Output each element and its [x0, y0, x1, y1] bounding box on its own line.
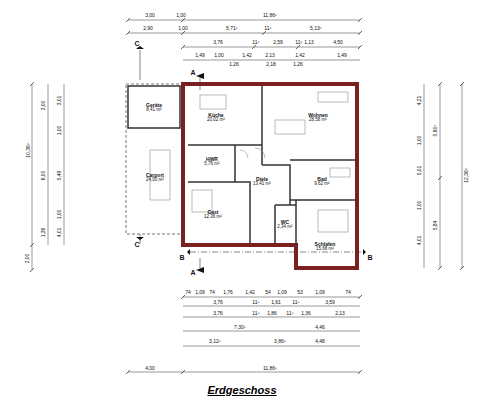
dimension: 11⁵: [292, 300, 299, 305]
dimension: 3,76: [213, 300, 223, 305]
room-area: 2,34 m²: [277, 225, 292, 230]
dimension: 4,48: [315, 339, 325, 344]
dimension: 1,42: [295, 53, 305, 58]
dimension: 3,00: [41, 100, 46, 110]
room-label: WC2,34 m²: [277, 220, 292, 230]
dimension: 1,61: [271, 300, 281, 305]
section-marker: A: [190, 269, 195, 276]
room-label: HWR5,76 m²: [204, 157, 219, 167]
dimension: 1,49: [195, 53, 205, 58]
dimension: 2,00: [25, 253, 30, 263]
dimension: 1,00: [178, 26, 188, 31]
dimension: 6,00: [41, 170, 46, 180]
dimension: 4,01: [57, 227, 62, 237]
dimension: 1,00: [214, 53, 224, 58]
dimension: 11⁵: [286, 311, 293, 316]
dimension: 1,36: [301, 311, 311, 316]
dimension: 4,50: [333, 40, 343, 45]
dimension: 2,13: [265, 53, 275, 58]
dimension: 11⁵: [252, 40, 259, 45]
dimension: 1,36: [41, 227, 46, 237]
dimension: 11⁵: [264, 26, 271, 31]
dimension: 1,49: [337, 53, 347, 58]
section-marker: B: [179, 254, 184, 261]
dimension: 1,26: [229, 62, 239, 67]
room-label: Küche20,02 m²: [207, 113, 225, 123]
dimension: 3,76: [213, 40, 223, 45]
dimension: 2,13: [335, 311, 345, 316]
dimension: 1,00: [417, 200, 422, 210]
dimension: 3,01: [57, 95, 62, 105]
dimension: 11,86⁵: [263, 366, 277, 371]
dimension: 54: [265, 290, 271, 295]
dimension: 1,00: [57, 125, 62, 135]
dimension: 2,90: [143, 26, 153, 31]
dimension: 1,00: [417, 135, 422, 145]
dimension: 74: [209, 290, 215, 295]
dimension: 2,59: [273, 40, 283, 45]
dimension: 1,26: [293, 62, 303, 67]
room-area: 28,58 m²: [308, 118, 328, 123]
dimension: 1,13: [304, 40, 314, 45]
dimension: 3,12⁵: [209, 339, 221, 344]
dimension: 11,86⁵: [263, 13, 277, 18]
dimension: 4,01: [417, 235, 422, 245]
dimension: 3,76: [213, 311, 223, 316]
room-label: Carport24,00 m²: [146, 173, 164, 183]
room-label: Bad9,62 m²: [314, 177, 329, 187]
room-area: 20,02 m²: [207, 118, 225, 123]
dimension: 3,59: [325, 300, 335, 305]
dimension: 1,86: [267, 311, 277, 316]
dimension: 11⁵: [252, 300, 259, 305]
dimension: 74: [185, 290, 191, 295]
dimension: 5,60⁵: [434, 124, 439, 136]
dimension: 1,09: [277, 290, 287, 295]
room-label: Wohnen28,58 m²: [308, 113, 328, 123]
room-area: 15,68 m²: [315, 247, 336, 252]
dimension: 3,86⁵: [274, 339, 286, 344]
room-area: 13,41 m²: [253, 182, 271, 187]
dimension: 1,42: [245, 290, 255, 295]
section-marker: C: [134, 241, 139, 248]
dimension: 1,09: [315, 290, 325, 295]
room-label: Gast12,36 m²: [204, 210, 222, 220]
dimension: 5,13⁵: [310, 26, 322, 31]
dimension: 4,46: [315, 325, 325, 330]
dimension: 5,71⁵: [226, 26, 238, 31]
dimension: 5,01: [417, 165, 422, 175]
dimension: 4,00: [145, 366, 155, 371]
room-area: 12,36 m²: [204, 215, 222, 220]
section-marker: A: [190, 69, 195, 76]
dimension: 53: [297, 290, 303, 295]
drawing-title: Erdgeschoss: [207, 384, 276, 396]
dimension: 2,18: [266, 62, 276, 67]
room-area: 8,41 m²: [146, 108, 162, 113]
dimension: 1,76: [223, 290, 233, 295]
dimension: 7,30⁵: [234, 325, 246, 330]
dimension: 74: [345, 290, 351, 295]
dimension: 11⁵: [295, 40, 302, 45]
dimension: 12,36⁵: [464, 168, 469, 183]
room-label: Diele13,41 m²: [253, 177, 271, 187]
dimension: 5,84: [433, 220, 438, 230]
dimension: 1,42: [242, 53, 252, 58]
room-area: 24,00 m²: [146, 178, 164, 183]
dimension: 1,00: [176, 13, 186, 18]
room-label: Geräte8,41 m²: [146, 103, 162, 113]
dimension: 11⁵: [252, 311, 259, 316]
dimension: 1,09: [195, 290, 205, 295]
dimension: 3,00: [145, 13, 155, 18]
dimension: 10,36⁵: [26, 143, 31, 158]
dimension: 4,21: [417, 95, 422, 105]
dimension: 1,00: [57, 209, 62, 219]
room-area: 9,62 m²: [314, 182, 329, 187]
room-area: 5,76 m²: [204, 162, 219, 167]
section-marker: B: [367, 254, 372, 261]
section-marker: C: [134, 40, 139, 47]
dimension: 5,49: [57, 170, 62, 180]
room-label: Schlafen15,68 m²: [315, 242, 336, 252]
